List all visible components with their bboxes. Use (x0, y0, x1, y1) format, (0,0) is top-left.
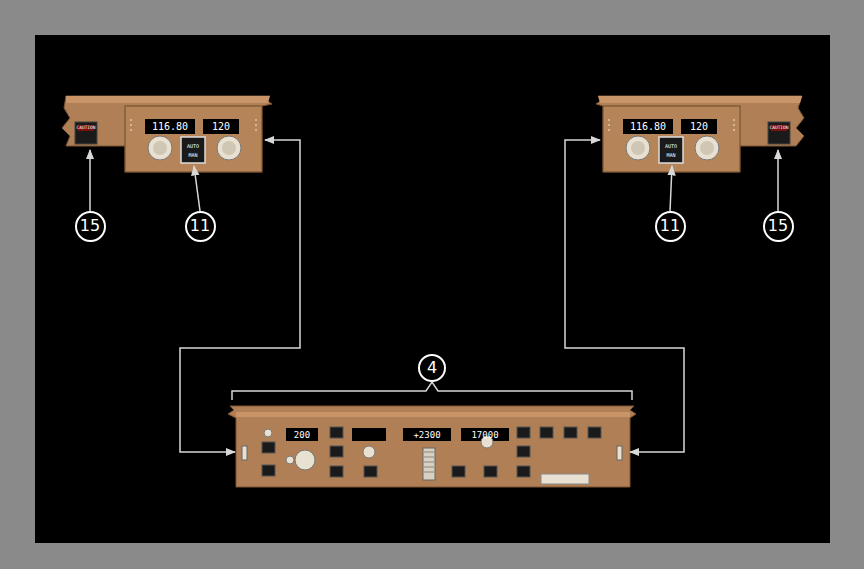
callout-text: 4 (427, 360, 437, 376)
callout-number: 15 (763, 211, 794, 242)
panel-text: 17000 (471, 431, 498, 440)
panel-text: 116.80 (152, 122, 188, 132)
panel-text: 120 (212, 122, 230, 132)
panel-text: 116.80 (630, 122, 666, 132)
panel-text: CAUTION (770, 126, 789, 131)
panel-text: 120 (690, 122, 708, 132)
callout-number: 4 (418, 354, 446, 382)
panel-text: MAN (666, 153, 675, 158)
callout-text: 11 (190, 218, 210, 234)
callout-text: 15 (80, 218, 100, 234)
panel-text: AUTO (187, 144, 199, 149)
panel-text: AUTO (665, 144, 677, 149)
panel-text: +2300 (413, 431, 440, 440)
callout-number: 15 (75, 211, 106, 242)
callout-text: 15 (768, 218, 788, 234)
callout-text: 11 (660, 218, 680, 234)
panel-text: CAUTION (77, 126, 96, 131)
panel-text: 200 (294, 431, 310, 440)
panel-text: MAN (188, 153, 197, 158)
callout-number: 11 (185, 211, 216, 242)
callout-number: 11 (655, 211, 686, 242)
